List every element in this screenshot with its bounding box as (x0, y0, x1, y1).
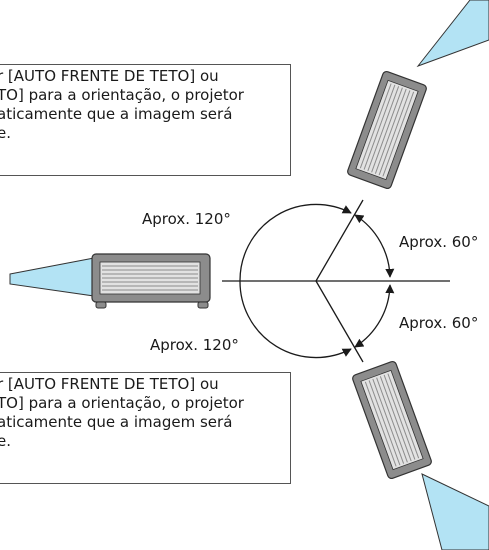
lower-axis-line (315, 280, 364, 363)
projector-left (91, 253, 211, 309)
note-bottom-line-2: TO] para a orientação, o projetor (0, 394, 244, 412)
note-top-line-1: r [AUTO FRENTE DE TETO] ou (0, 67, 219, 85)
angle-label-upper-left: Aprox. 120° (142, 210, 231, 228)
light-beam-bottom-right (421, 473, 489, 550)
light-beam-top-right (416, 0, 489, 68)
upper-axis-line (315, 199, 364, 282)
angle-label-right-top: Aprox. 60° (399, 233, 479, 251)
light-beam-left (9, 257, 95, 297)
angle-label-lower-left: Aprox. 120° (150, 336, 239, 354)
note-top-line-4: e. (0, 124, 11, 142)
note-top-line-3: aticamente que a imagem será (0, 105, 233, 123)
note-box-bottom: r [AUTO FRENTE DE TETO] ou TO] para a or… (0, 372, 291, 484)
arc-lower-60 (354, 284, 395, 348)
note-bottom-line-4: e. (0, 432, 11, 450)
arc-upper-120 (239, 203, 352, 282)
arc-lower-120 (239, 280, 352, 359)
projector-top-right (347, 70, 427, 190)
note-box-top: r [AUTO FRENTE DE TETO] ou TO] para a or… (0, 64, 291, 176)
note-top-line-2: TO] para a orientação, o projetor (0, 86, 244, 104)
angle-label-right-bottom: Aprox. 60° (399, 314, 479, 332)
projector-bottom-right (352, 360, 432, 480)
note-bottom-line-1: r [AUTO FRENTE DE TETO] ou (0, 375, 219, 393)
arc-upper-60 (354, 214, 395, 278)
note-bottom-line-3: aticamente que a imagem será (0, 413, 233, 431)
